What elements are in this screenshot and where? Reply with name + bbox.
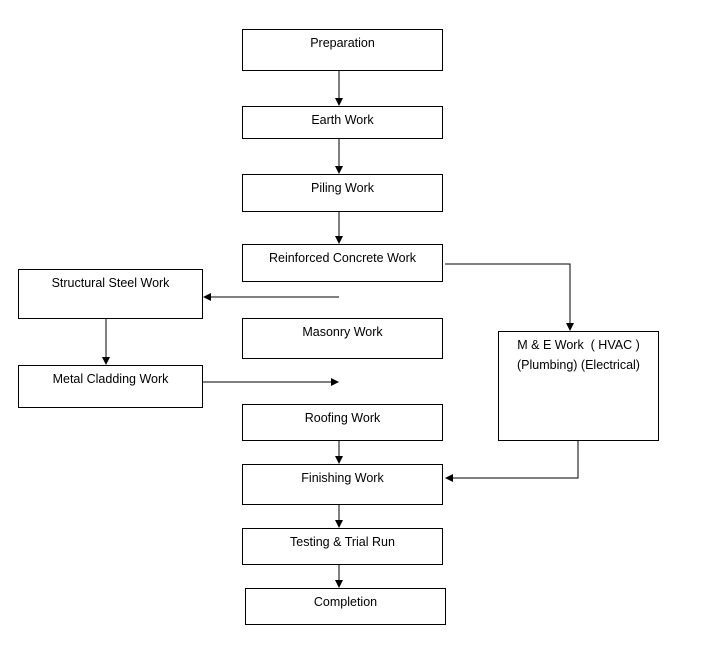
earth-work-box: Earth Work	[242, 106, 443, 139]
finishing-work-label: Finishing Work	[301, 471, 384, 485]
arrow-me-work-to-finishing	[445, 440, 579, 482]
finishing-work-box: Finishing Work	[242, 464, 443, 505]
preparation-label: Preparation	[310, 36, 375, 50]
reinforced-concrete-work-label: Reinforced Concrete Work	[268, 251, 417, 265]
piling-work-label: Piling Work	[311, 181, 374, 195]
me-work-box: M & E Work ( HVAC ) (Plumbing) (Electric…	[498, 331, 659, 441]
masonry-work-label: Masonry Work	[302, 325, 383, 339]
masonry-work-box: Masonry Work	[242, 318, 443, 359]
structural-steel-work-label: Structural Steel Work	[51, 276, 170, 290]
arrow-reinforced-concrete-to-me-work	[445, 263, 574, 331]
me-work-label-line2: (Plumbing) (Electrical)	[517, 358, 640, 372]
earth-work-label: Earth Work	[311, 113, 374, 127]
completion-box: Completion	[245, 588, 446, 625]
roofing-work-label: Roofing Work	[304, 411, 381, 425]
structural-steel-work-box: Structural Steel Work	[18, 269, 203, 319]
testing-trial-run-box: Testing & Trial Run	[242, 528, 443, 565]
completion-label: Completion	[313, 595, 378, 609]
roofing-work-box: Roofing Work	[242, 404, 443, 441]
metal-cladding-work-label: Metal Cladding Work	[52, 372, 169, 386]
metal-cladding-work-box: Metal Cladding Work	[18, 365, 203, 408]
testing-trial-run-label: Testing & Trial Run	[290, 535, 395, 549]
reinforced-concrete-work-box: Reinforced Concrete Work	[242, 244, 443, 282]
piling-work-box: Piling Work	[242, 174, 443, 212]
preparation-box: Preparation	[242, 29, 443, 71]
me-work-label-line1: M & E Work ( HVAC )	[517, 338, 640, 352]
